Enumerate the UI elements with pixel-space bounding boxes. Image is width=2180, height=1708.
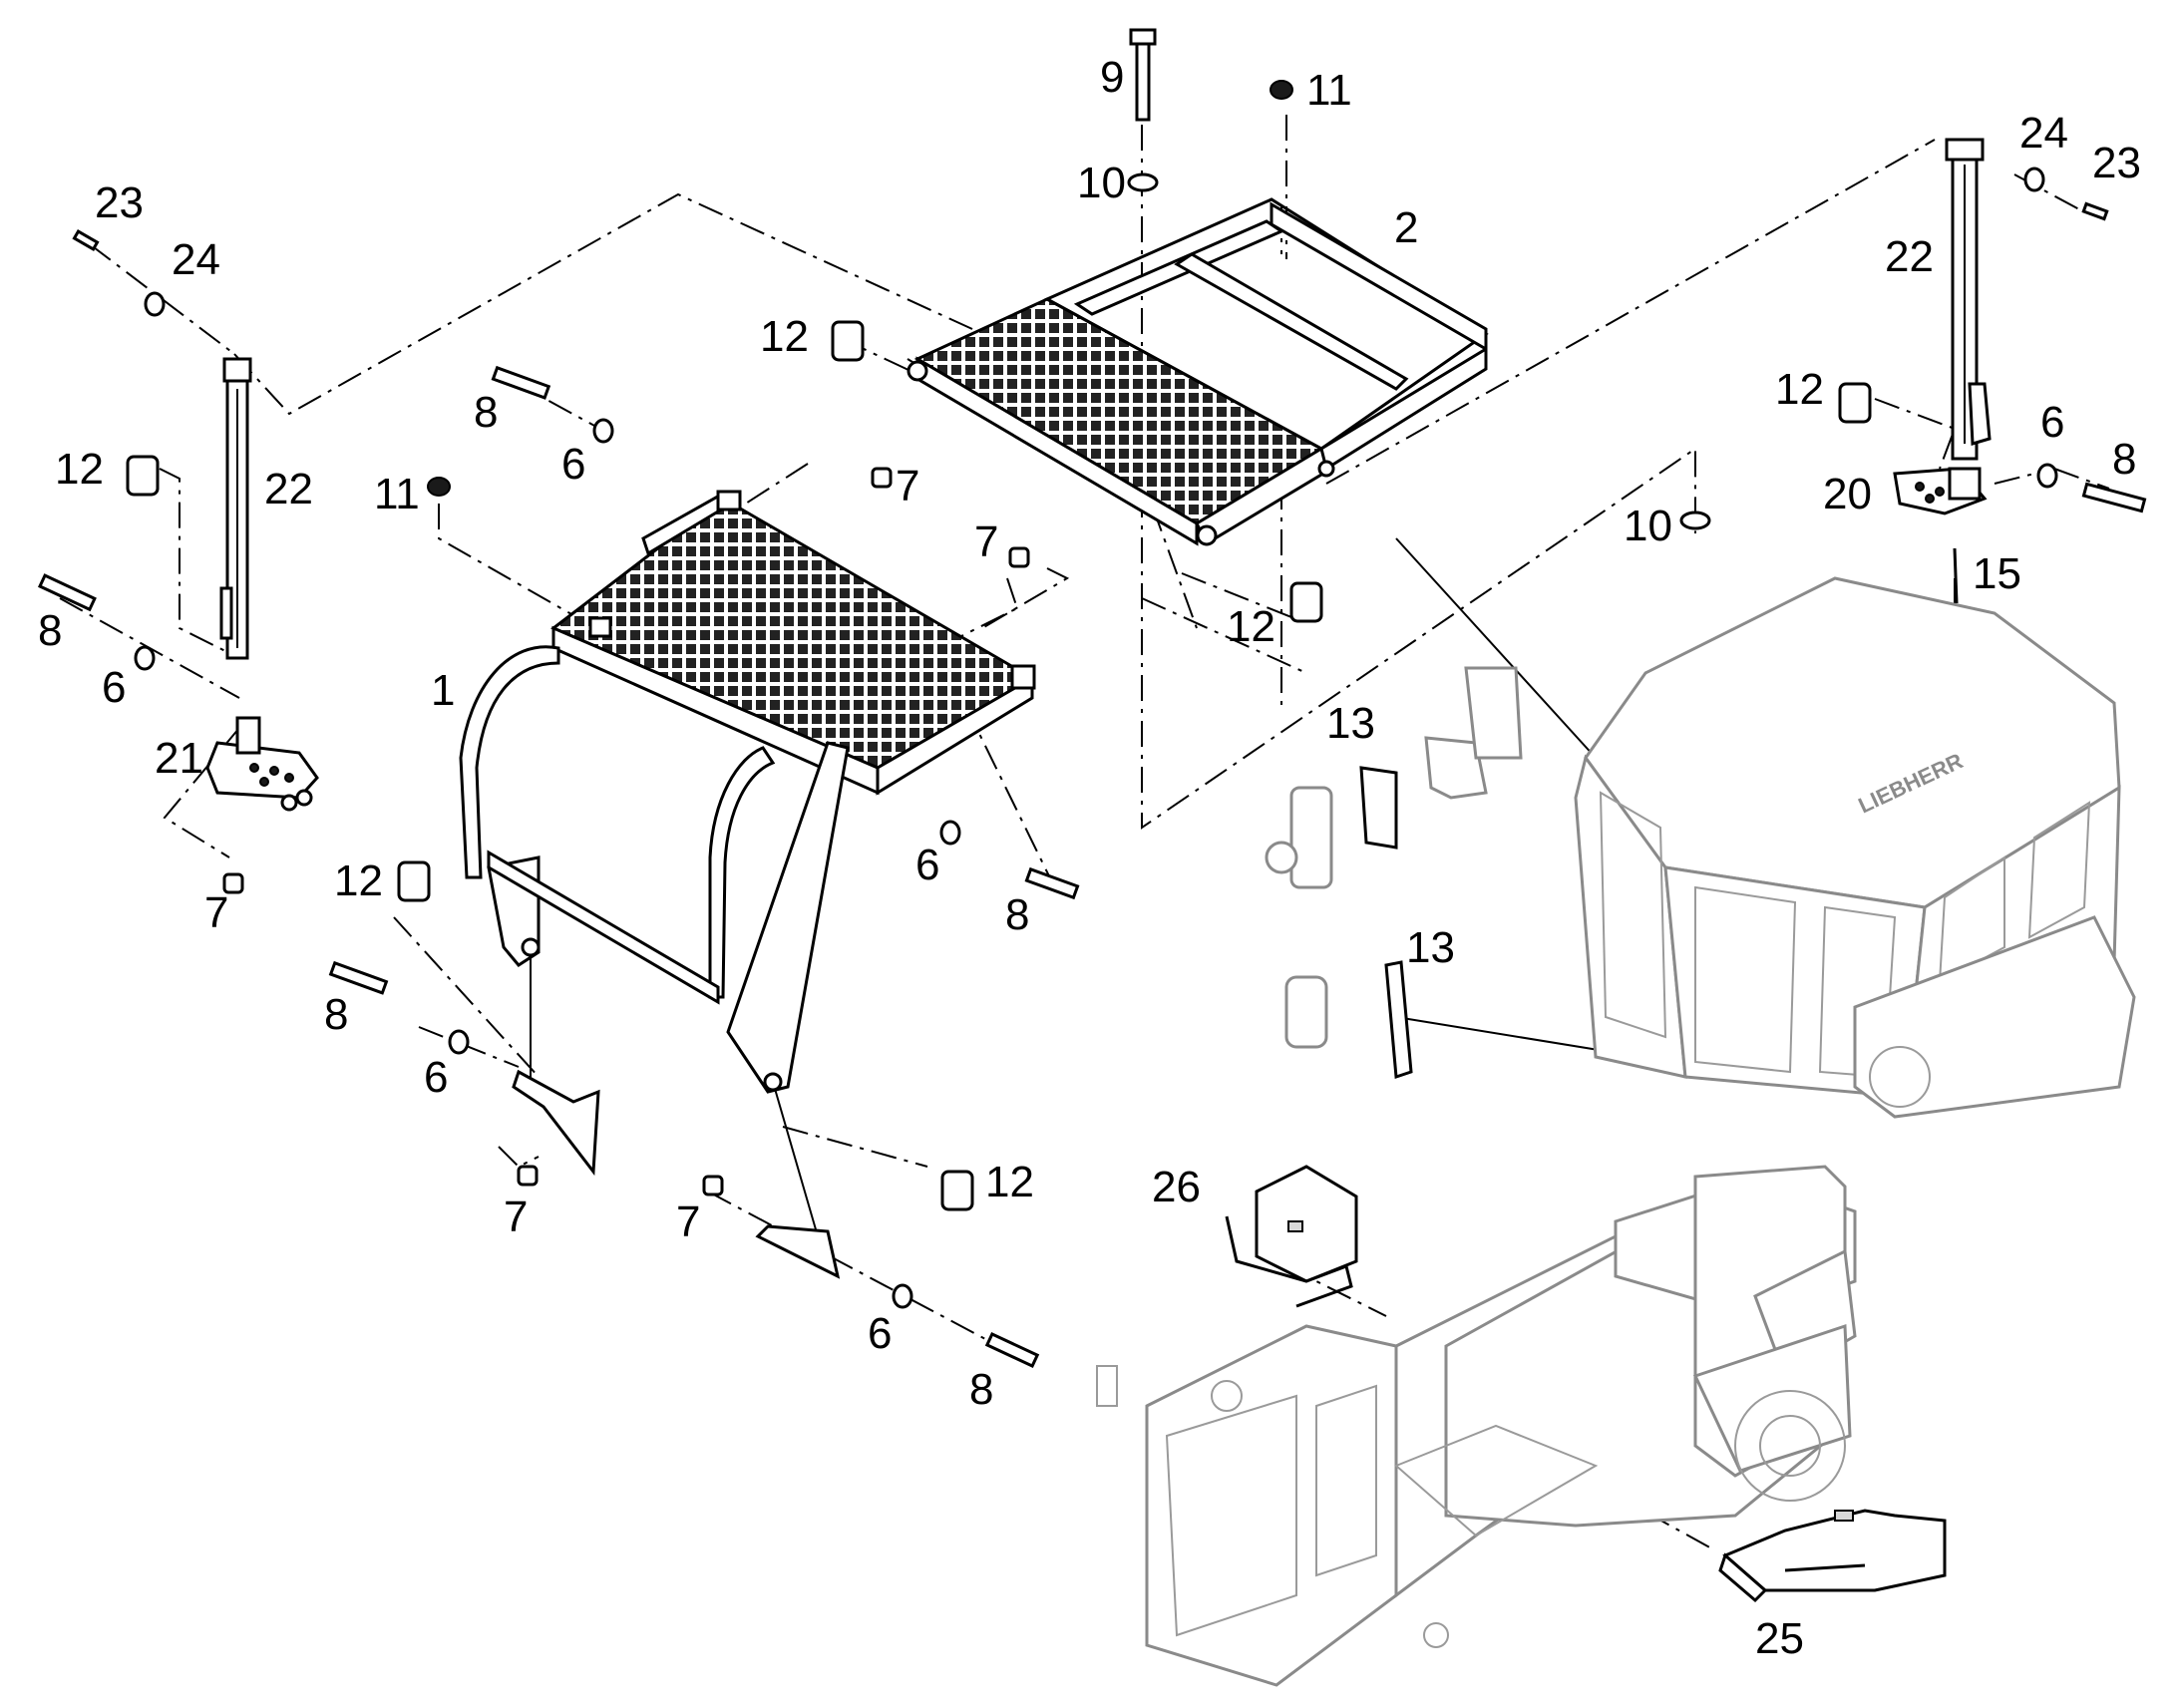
callout-1: 1	[431, 666, 455, 715]
spacer-12-d	[1838, 382, 1872, 424]
cap-11-top	[1270, 80, 1293, 100]
bracket-21	[205, 716, 319, 812]
callout-12d: 12	[1775, 365, 1824, 414]
washer-10-cab	[1679, 511, 1711, 530]
rod-22-left	[219, 357, 252, 660]
bolt-8-c	[1024, 866, 1080, 900]
callout-7e: 7	[676, 1197, 700, 1246]
callout-21: 21	[155, 734, 203, 783]
callout-13a: 13	[1326, 699, 1375, 748]
bolt-23-right	[2081, 201, 2109, 221]
callout-8e: 8	[969, 1365, 993, 1414]
bolt-8-e	[984, 1332, 1040, 1368]
bolt-23-left	[72, 228, 100, 252]
callout-13b: 13	[1406, 923, 1455, 972]
callout-7d: 7	[504, 1193, 528, 1241]
washer-10-top	[1127, 172, 1159, 192]
washer-24-right	[2023, 167, 2045, 192]
callout-12c: 12	[1227, 602, 1275, 651]
bolt-9	[1129, 28, 1157, 122]
cap-11-left	[427, 477, 451, 497]
bolt-8-f	[2081, 482, 2147, 513]
spacer-12-b	[126, 455, 160, 497]
bolt-8-b	[38, 573, 97, 612]
spacer-12-e	[397, 860, 431, 902]
bracket-25	[1718, 1509, 1947, 1603]
spacer-12-f	[940, 1170, 974, 1211]
bolt-8-d	[328, 960, 389, 995]
callout-23b: 23	[2092, 139, 2141, 187]
spacer-12-c	[1289, 581, 1323, 623]
callout-6f: 6	[2040, 398, 2064, 447]
bracket-26	[1225, 1165, 1358, 1308]
callout-20: 20	[1823, 470, 1872, 518]
callout-24b: 24	[2019, 109, 2068, 158]
washer-6-b	[134, 645, 156, 671]
callout-11a: 11	[1306, 66, 1352, 115]
foot-left	[512, 1069, 600, 1177]
step-platform-2	[907, 197, 1489, 546]
callout-9: 9	[1100, 53, 1124, 102]
callout-8d: 8	[324, 990, 348, 1039]
callout-10b: 10	[1624, 502, 1672, 550]
callout-6e: 6	[868, 1309, 892, 1358]
pin-15	[1953, 547, 1959, 604]
callout-26: 26	[1152, 1163, 1201, 1211]
nut-7-b	[1008, 546, 1030, 568]
callout-25: 25	[1755, 1614, 1804, 1663]
callout-24a: 24	[172, 235, 220, 284]
washer-6-e	[892, 1283, 913, 1309]
foot-right	[755, 1224, 841, 1279]
washer-6-c	[939, 820, 961, 846]
callout-11b: 11	[374, 470, 420, 518]
washer-24-left	[144, 291, 166, 317]
callout-15: 15	[1973, 549, 2021, 598]
washer-6-f	[2036, 463, 2058, 489]
nut-7-c	[222, 872, 244, 894]
callout-12e: 12	[334, 856, 383, 905]
callout-10a: 10	[1077, 159, 1126, 207]
nut-7-e	[702, 1175, 724, 1196]
callout-labels: 1 2 6 6 6 6 6 6 7 7 7 7 7 8 8 8 8 8 8 9 …	[38, 53, 2141, 1663]
callout-7c: 7	[204, 888, 228, 937]
operator-cab: LIEBHERR	[1574, 576, 2136, 1119]
callout-12f: 12	[985, 1158, 1034, 1206]
bracket-20	[1893, 467, 1988, 515]
callout-6c: 6	[915, 841, 939, 889]
washer-6-a	[592, 418, 614, 444]
callout-22a: 22	[264, 465, 313, 513]
callout-8b: 8	[38, 606, 62, 655]
step-assembly-1	[459, 490, 1036, 1094]
callout-7a: 7	[896, 462, 919, 511]
callout-6a: 6	[561, 440, 585, 489]
callout-8c: 8	[1005, 890, 1029, 939]
callout-8a: 8	[474, 388, 498, 437]
bolt-8-a	[491, 365, 551, 400]
callout-12a: 12	[760, 312, 809, 361]
callout-2: 2	[1394, 203, 1418, 252]
callout-8f: 8	[2112, 435, 2136, 484]
callout-6d: 6	[424, 1053, 448, 1102]
hardware-items	[38, 28, 2147, 1368]
mirror-parts-13	[1265, 666, 1523, 1080]
nut-7-a	[871, 467, 893, 489]
rod-22-right	[1945, 138, 1992, 461]
spacer-12-a	[831, 320, 865, 362]
callout-7b: 7	[974, 517, 998, 566]
washer-6-d	[448, 1029, 470, 1055]
callout-12b: 12	[55, 445, 104, 494]
callout-23a: 23	[95, 178, 144, 227]
nut-7-d	[517, 1165, 539, 1187]
callout-22b: 22	[1885, 232, 1934, 281]
machine-frame	[1096, 1165, 1857, 1687]
callout-6b: 6	[102, 663, 126, 712]
